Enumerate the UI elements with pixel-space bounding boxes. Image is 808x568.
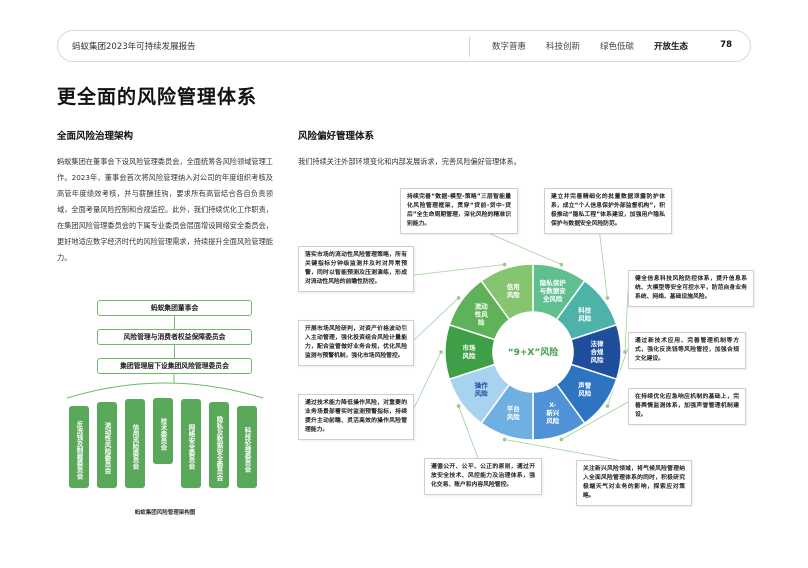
org-connector — [174, 316, 175, 329]
wheel-center — [493, 312, 573, 392]
connector-line — [413, 264, 505, 276]
committee-credit: 信用风险委员会 — [125, 399, 145, 488]
note-market: 开展市场风险研判，对资产价格波动引入主动管理，强化投资组合风险计量能力，配合监管… — [298, 320, 414, 366]
risk-segment-label: 法律合规风险 — [590, 339, 605, 364]
org-chart-caption: 蚂蚁集团风险管理架构图 — [134, 510, 196, 516]
page-number: 78 — [720, 40, 732, 50]
connector-line — [413, 351, 442, 409]
nav-item-digital-inclusion[interactable]: 数字普惠 — [492, 42, 527, 52]
note-platform: 遵循公开、公平、公正的原则，通过开放安全技术、风控能力及治理体系，强化交易、账户… — [424, 458, 542, 495]
header-divider — [469, 37, 470, 57]
risk-segment-label: 信用风险 — [507, 282, 521, 299]
risk-segment-label: 声誉风险 — [578, 381, 592, 398]
committee-liquidity: 流动性风险委员会 — [97, 402, 117, 488]
risk-wheel-diagram: 隐私保护与数据安全风险科技风险法律合规风险声誉风险 X-新兴风险 平台风险 操作风险 市… — [298, 180, 768, 510]
page-title: 更全面的风险管理体系 — [57, 86, 258, 108]
connector-line — [504, 439, 619, 461]
note-privacy: 建立并完善精细化的批量数据泄露防护体系，成立“个人信息保护外部监督机构”，积极推… — [544, 188, 672, 234]
note-credit: 持续完善“数据-模型-策略”三层智能量化风险管理框架，贯穿“贷前-贷中-贷后”全… — [400, 188, 518, 234]
note-reputation: 在持续优化应急响应机制的基础上，完善舆情监测体系，加强声誉管理机制建设。 — [628, 388, 746, 425]
connector-line — [458, 405, 479, 459]
connector-line — [413, 297, 459, 341]
connector-dot — [559, 262, 564, 267]
org-management-box: 集团管理层下设集团风险管理委员会 — [97, 358, 252, 374]
report-header: 蚂蚁集团2023年可持续发展报告 数字普惠 科技创新 绿色低碳 开放生态 78 — [57, 30, 751, 62]
risk-segment-label: 市场风险 — [463, 343, 477, 360]
risk-segment-label: 隐私保护与数据安全风险 — [540, 278, 567, 303]
nav-item-green-low-carbon[interactable]: 绿色低碳 — [600, 42, 635, 52]
org-chart: 蚂蚁集团董事会 风险管理与消费者权益保障委员会 集团管理层下设集团风险管理委员会… — [57, 290, 273, 520]
committee-tech-ethics: 科技伦理委员会 — [237, 406, 257, 488]
nav-item-tech-innovation[interactable]: 科技创新 — [546, 42, 581, 52]
org-board-box: 蚂蚁集团董事会 — [97, 300, 252, 316]
committee-privacy-data: 隐私及数据安全委员会 — [209, 402, 229, 488]
note-legal: 通过新技术应用、完善管理机制等方式，强化反洗钱等风险管控，加强合规文化建设。 — [628, 332, 746, 369]
risk-segment-label: X-新兴风险 — [546, 401, 560, 425]
risk-segment-label: 操作风险 — [475, 381, 489, 398]
section-title-risk-appetite: 风险偏好管理体系 — [298, 131, 375, 142]
org-risk-committee-box: 风险管理与消费者权益保障委员会 — [97, 329, 252, 345]
nav-item-open-ecosystem[interactable]: 开放生态 — [654, 42, 689, 52]
connector-dot — [502, 262, 507, 267]
section-title-governance: 全面风险治理架构 — [57, 131, 134, 142]
risk-appetite-intro: 我们持续关注外部环境变化和内部发展诉求，完善风险偏好管理体系。 — [298, 157, 521, 166]
connector-dot — [456, 404, 461, 408]
connector-line — [624, 289, 629, 353]
note-tech: 健全信息科技风险防控体系，提升信息系统、大模型等安全可控水平，防范自身业务系统、… — [628, 270, 754, 307]
report-title: 蚂蚁集团2023年可持续发展报告 — [72, 42, 196, 52]
committee-technology: 技术委员会 — [153, 398, 173, 464]
org-arc-connector — [66, 374, 264, 399]
risk-segment-label: 平台风险 — [507, 404, 521, 421]
wheel-center-label: “9+X”风险 — [508, 346, 560, 358]
note-operational: 通过技术能力降低操作风险，对重要的业务场景部署实时监测预警指标，持续提升主动前瞻… — [298, 394, 414, 440]
connector-line — [561, 401, 629, 440]
committee-aml: 反洗钱及制裁委员会 — [69, 406, 89, 488]
note-emerging: 关注新兴风险领域，将气候风险管理纳入全面风险管理体系的同时，积极研究极端天气对业… — [576, 460, 692, 506]
governance-paragraph: 蚂蚁集团在董事会下设风险管理委员会，全面统筹各风险领域管理工作。2023年，董事… — [57, 157, 273, 262]
org-connector — [174, 345, 175, 358]
committee-cybersecurity: 网络安全委员会 — [181, 399, 201, 488]
note-liquidity: 落实市场的流动性风险管理策略，所有关键指标分钟级监测并及时对异常预警，同时以智能… — [298, 246, 414, 292]
risk-segment-label: 科技风险 — [578, 305, 592, 322]
connector-dot — [605, 296, 610, 300]
risk-segment-label: 流动性风险 — [475, 301, 489, 326]
